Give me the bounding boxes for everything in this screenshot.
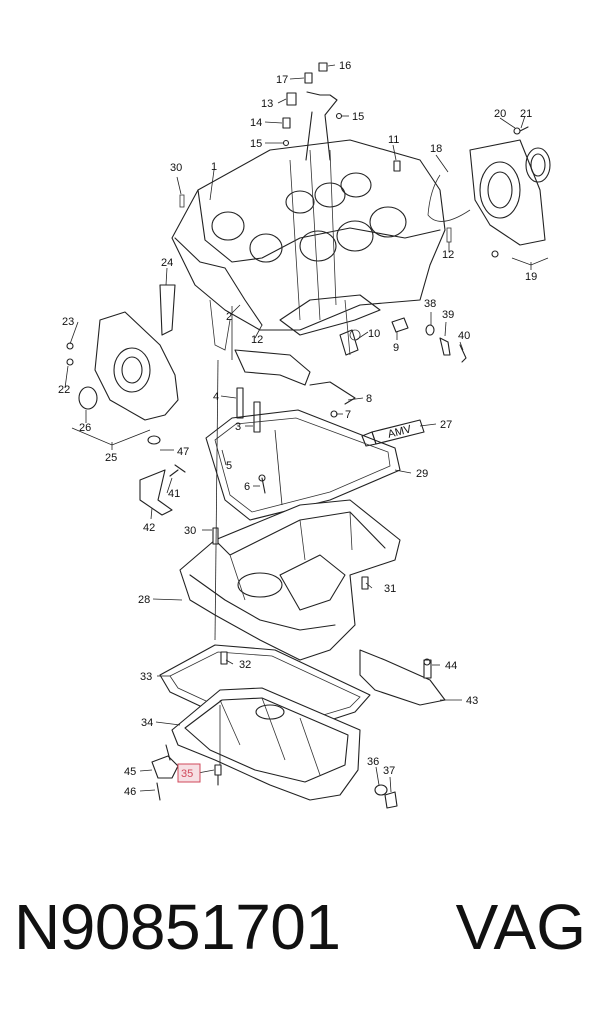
callout-4: 4 [213, 391, 219, 403]
callout-6: 6 [244, 481, 250, 493]
callout-10: 10 [368, 328, 380, 340]
callout-18: 18 [430, 143, 442, 155]
callout-39: 39 [442, 309, 454, 321]
callout-15a: 15 [250, 138, 262, 150]
rear-cover-assembly [427, 126, 551, 258]
callout-20: 20 [494, 108, 506, 120]
callout-labels: 16 17 13 14 15 15 11 18 20 21 30 1 12 19… [58, 60, 537, 798]
part-number: N90851701 [14, 891, 341, 963]
callout-34: 34 [141, 717, 153, 729]
callout-7: 7 [345, 409, 351, 421]
callout-41: 41 [168, 488, 180, 500]
callout-24: 24 [161, 257, 173, 269]
callout-17: 17 [276, 74, 288, 86]
drain-bolt-35 [214, 764, 222, 786]
callout-30b: 30 [184, 525, 196, 537]
callout-12b: 12 [251, 334, 263, 346]
callout-28: 28 [138, 594, 150, 606]
front-cover [66, 284, 179, 445]
callout-19: 19 [525, 271, 537, 283]
callout-5: 5 [226, 460, 232, 472]
callout-27: 27 [440, 419, 452, 431]
oil-level-sensor [151, 744, 179, 801]
callout-47: 47 [177, 446, 189, 458]
middle-hardware [139, 317, 467, 516]
callout-35-highlight-box [177, 763, 201, 783]
callout-31: 31 [384, 583, 396, 595]
callout-26: 26 [79, 422, 91, 434]
callout-44: 44 [445, 660, 457, 672]
drain-plug [374, 784, 398, 809]
callout-46: 46 [124, 786, 136, 798]
callout-12a: 12 [442, 249, 454, 261]
callout-40: 40 [458, 330, 470, 342]
callout-25: 25 [105, 452, 117, 464]
callout-16: 16 [339, 60, 351, 72]
upper-oil-pan-gasket [205, 409, 401, 521]
callout-9: 9 [393, 342, 399, 354]
callout-37: 37 [383, 765, 395, 777]
upper-oil-pan [179, 499, 401, 661]
callout-42: 42 [143, 522, 155, 534]
callout-43: 43 [466, 695, 478, 707]
lower-oil-pan-gasket [159, 644, 371, 731]
callout-35: 35 [181, 768, 193, 780]
product-footer: N90851701 VAG [0, 885, 600, 1005]
bracket [359, 649, 446, 706]
callout-33: 33 [140, 671, 152, 683]
engine-block-exploded-diagram: AMV [58, 60, 551, 809]
callout-11: 11 [388, 134, 399, 146]
head-bolts [179, 62, 452, 243]
lower-oil-pan [171, 687, 361, 801]
callout-1: 1 [211, 161, 217, 173]
tube-label: AMV [387, 423, 414, 441]
callout-32: 32 [239, 659, 251, 671]
brand-name: VAG [455, 891, 586, 963]
callout-2: 2 [226, 311, 232, 323]
callout-30a: 30 [170, 162, 182, 174]
callout-22: 22 [58, 384, 70, 396]
sealant-tube: AMV [361, 419, 425, 447]
callout-8: 8 [366, 393, 372, 405]
callout-13: 13 [261, 98, 273, 110]
callout-45: 45 [124, 766, 136, 778]
callout-14: 14 [250, 117, 262, 129]
callout-21: 21 [520, 108, 532, 120]
callout-36: 36 [367, 756, 379, 768]
leader-lines [64, 64, 549, 793]
callout-23: 23 [62, 316, 74, 328]
callout-15b: 15 [352, 111, 364, 123]
callout-29: 29 [416, 468, 428, 480]
callout-38: 38 [424, 298, 436, 310]
callout-3: 3 [235, 421, 241, 433]
